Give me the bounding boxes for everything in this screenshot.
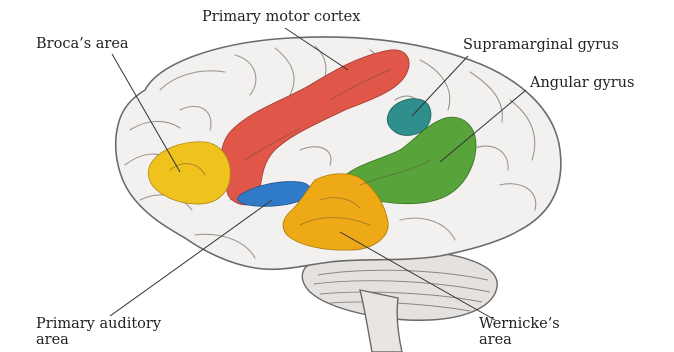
label-primary-auditory-area-line-1: Primary auditory — [36, 316, 161, 332]
label-primary-auditory-area: Primary auditory area — [36, 316, 161, 348]
label-primary-motor-cortex: Primary motor cortex — [202, 9, 360, 25]
label-brocas-area: Broca’s area — [36, 36, 129, 52]
label-wernickes-area-line-2: area — [479, 332, 560, 348]
label-wernickes-area-line-1: Wernicke’s — [479, 316, 560, 332]
brainstem — [360, 290, 402, 352]
label-supramarginal-gyrus: Supramarginal gyrus — [463, 37, 619, 53]
label-primary-auditory-area-line-2: area — [36, 332, 161, 348]
label-wernickes-area: Wernicke’s area — [479, 316, 560, 348]
label-angular-gyrus: Angular gyrus — [530, 75, 634, 91]
